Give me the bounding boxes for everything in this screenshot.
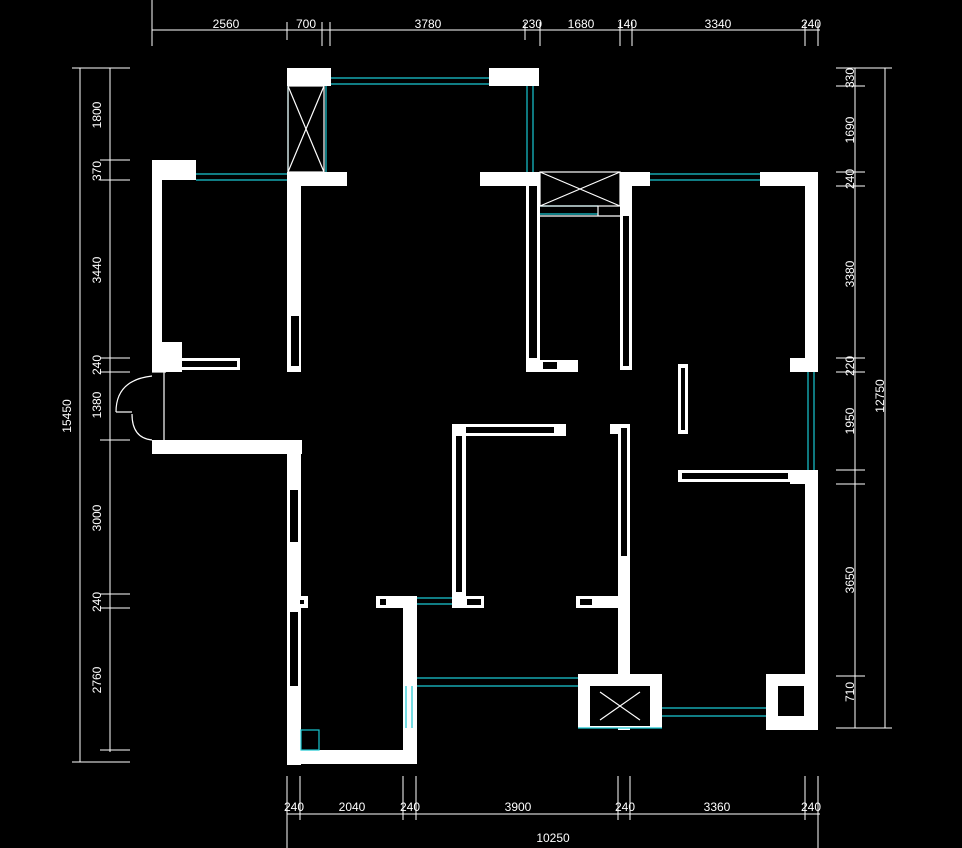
dim-bottom-6: 3360: [704, 800, 731, 814]
wall-cutouts: [182, 186, 804, 750]
dim-bottom-2: 2040: [339, 800, 366, 814]
dim-top-3: 3780: [415, 17, 442, 31]
dim-top-2: 700: [296, 17, 316, 31]
dim-left-total: 15450: [60, 399, 74, 433]
dim-left-8: 2760: [90, 666, 104, 693]
dim-top-4: 230: [522, 17, 542, 31]
dim-right-7: 3650: [843, 566, 857, 593]
dim-bottom-1: 240: [284, 800, 304, 814]
dim-right-4: 3380: [843, 260, 857, 287]
dim-bottom-5: 240: [615, 800, 635, 814]
dimension-lines: [72, 0, 892, 848]
dimension-labels-left: 1800 370 3440 240 1380 3000 240 2760 154…: [60, 101, 104, 693]
dim-right-3: 240: [843, 169, 857, 189]
windows: [196, 77, 815, 751]
dim-right-1: 330: [843, 68, 857, 88]
dim-bottom-total: 10250: [536, 831, 570, 845]
dimension-labels-bottom: 240 2040 240 3900 240 3360 240 10250: [284, 800, 821, 845]
dim-top-5: 1680: [568, 17, 595, 31]
walls: [152, 68, 818, 765]
dim-left-2: 370: [90, 161, 104, 181]
dim-top-7: 3340: [705, 17, 732, 31]
dim-right-5: 220: [843, 356, 857, 376]
dim-left-4: 240: [90, 355, 104, 375]
dim-top-1: 2560: [213, 17, 240, 31]
dim-right-6: 1950: [843, 407, 857, 434]
dim-bottom-4: 3900: [505, 800, 532, 814]
dim-left-6: 3000: [90, 504, 104, 531]
dim-left-3: 3440: [90, 256, 104, 283]
dim-right-total: 12750: [873, 379, 887, 413]
dim-right-8: 710: [843, 682, 857, 702]
detail-lines: [115, 85, 641, 721]
dim-bottom-3: 240: [400, 800, 420, 814]
dim-right-2: 1690: [843, 116, 857, 143]
dim-left-7: 240: [90, 592, 104, 612]
dim-left-5: 1380: [90, 391, 104, 418]
dim-top-8: 240: [801, 17, 821, 31]
dim-bottom-7: 240: [801, 800, 821, 814]
dimension-labels-right: 330 1690 240 3380 220 1950 3650 710 1275…: [843, 68, 887, 702]
dim-top-6: 140: [617, 17, 637, 31]
dim-left-1: 1800: [90, 101, 104, 128]
dimension-labels-top: 2560 700 3780 230 1680 140 3340 240: [213, 17, 822, 31]
